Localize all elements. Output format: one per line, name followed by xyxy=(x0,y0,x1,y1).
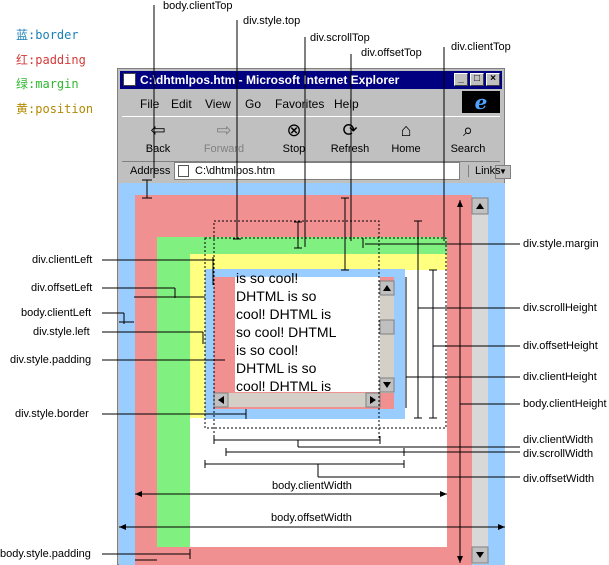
home-button[interactable]: ⌂ Home xyxy=(378,119,434,155)
label-div-scrollheight: div.scrollHeight xyxy=(523,302,597,314)
div-text-line: cool! DHTML is xyxy=(236,306,331,322)
chevron-down-icon xyxy=(476,552,484,558)
stop-icon: ⊗ xyxy=(286,120,302,140)
menu-help[interactable]: Help xyxy=(334,97,359,111)
label-div-scrolltop: div.scrollTop xyxy=(310,32,370,44)
div-text-line: DHTML is so xyxy=(236,288,317,304)
menu-bar: File Edit View Go Favorites Help xyxy=(122,92,498,114)
close-button[interactable]: × xyxy=(486,73,500,86)
legend-position: 黄: position xyxy=(16,102,94,116)
chevron-down-icon[interactable]: ▼ xyxy=(495,165,511,179)
label-body-clientheight: body.clientHeight xyxy=(523,398,607,410)
label-body-style-padding: body.style.padding xyxy=(0,548,91,560)
chevron-down-icon xyxy=(383,382,391,388)
chevron-right-icon xyxy=(370,396,376,404)
maximize-button[interactable]: □ xyxy=(470,73,484,86)
legend-key: 红 xyxy=(16,53,29,67)
menu-edit[interactable]: Edit xyxy=(171,97,192,111)
legend-border: 蓝: border xyxy=(16,28,79,42)
div-scroll-thumb[interactable] xyxy=(379,319,395,335)
legend-value: padding xyxy=(35,53,86,67)
div-text-line: DHTML is so xyxy=(236,360,317,376)
legend-value: position xyxy=(35,102,94,116)
label-div-clientwidth: div.clientWidth xyxy=(523,434,594,446)
search-button[interactable]: ⌕ Search xyxy=(440,119,496,155)
div-text-line: so cool! DHTML xyxy=(236,324,337,340)
refresh-label: Refresh xyxy=(330,143,370,155)
label-div-style-padding: div.style.padding xyxy=(10,354,92,366)
label-body-offsetwidth: body.offsetWidth xyxy=(271,512,352,524)
title-bar[interactable]: C:\dhtmlpos.htm - Microsoft Internet Exp… xyxy=(120,71,502,89)
div-vscrollbar[interactable] xyxy=(380,281,394,393)
links-label[interactable]: Links xyxy=(468,165,501,177)
page-icon xyxy=(178,165,189,177)
home-icon: ⌂ xyxy=(400,120,412,140)
forward-arrow-icon: ⇨ xyxy=(216,120,232,140)
arrow-left-icon xyxy=(119,524,126,530)
div-text-line: cool! DHTML is xyxy=(236,378,331,394)
back-label: Back xyxy=(145,143,171,155)
label-body-clientwidth: body.clientWidth xyxy=(272,480,352,492)
search-label: Search xyxy=(450,143,486,155)
arrow-down-icon xyxy=(457,556,463,563)
label-div-offsetwidth: div.offsetWidth xyxy=(523,473,595,485)
div-hscrollbar[interactable] xyxy=(214,393,380,407)
menu-favorites[interactable]: Favorites xyxy=(275,97,325,111)
address-label: Address xyxy=(130,165,171,177)
forward-label: Forward xyxy=(203,143,245,155)
legend-value: border xyxy=(35,28,79,42)
label-div-clienttop: div.clientTop xyxy=(451,41,511,53)
address-input[interactable]: C:\dhtmlpos.htm ▼ xyxy=(174,162,511,180)
body-vscrollbar[interactable] xyxy=(472,198,488,564)
div-text-line: is so cool! xyxy=(236,270,298,286)
arrow-right-icon xyxy=(498,524,505,530)
minimize-button[interactable]: _ xyxy=(454,73,468,86)
ie-page-icon xyxy=(123,73,136,86)
forward-button[interactable]: ⇨ Forward xyxy=(196,119,252,155)
label-div-offsettop: div.offsetTop xyxy=(361,47,422,59)
ie-logo-icon: e xyxy=(462,91,500,113)
refresh-button[interactable]: ⟳ Refresh xyxy=(322,119,378,155)
menu-file[interactable]: File xyxy=(140,97,160,111)
address-value: C:\dhtmlpos.htm xyxy=(195,165,276,177)
home-label: Home xyxy=(391,143,421,155)
label-div-style-left: div.style.left xyxy=(33,326,90,338)
chevron-left-icon xyxy=(218,396,224,404)
label-div-scrollwidth: div.scrollWidth xyxy=(523,448,594,460)
address-bar: Address C:\dhtmlpos.htm ▼ Links xyxy=(122,161,511,181)
div-position-top xyxy=(190,254,447,270)
div-text-line: is so cool! xyxy=(236,342,298,358)
legend-key: 绿 xyxy=(16,77,29,91)
window-title: C:\dhtmlpos.htm - Microsoft Internet Exp… xyxy=(140,73,400,87)
chevron-up-icon xyxy=(476,203,484,209)
label-div-style-top: div.style.top xyxy=(243,15,301,27)
search-icon: ⌕ xyxy=(462,120,474,140)
label-div-clientleft: div.clientLeft xyxy=(32,254,93,266)
label-div-style-margin: div.style.margin xyxy=(523,238,599,250)
menu-go[interactable]: Go xyxy=(245,97,262,111)
label-div-offsetheight: div.offsetHeight xyxy=(523,340,598,352)
legend-margin: 绿: margin xyxy=(16,77,79,91)
label-body-clientleft: body.clientLeft xyxy=(21,307,92,319)
label-div-offsetleft: div.offsetLeft xyxy=(31,282,93,294)
chevron-up-icon xyxy=(383,285,391,291)
label-div-style-border: div.style.border xyxy=(15,408,89,420)
arrow-left-icon xyxy=(135,491,142,497)
label-body-clienttop: body.clientTop xyxy=(163,0,233,12)
div-content xyxy=(235,277,380,392)
refresh-icon: ⟳ xyxy=(342,120,358,140)
legend-value: margin xyxy=(35,77,79,91)
stop-button[interactable]: ⊗ Stop xyxy=(266,119,322,155)
legend-key: 黄 xyxy=(16,102,29,116)
legend-key: 蓝 xyxy=(16,28,29,42)
legend-padding: 红: padding xyxy=(16,53,86,67)
arrow-right-icon xyxy=(440,491,447,497)
stop-label: Stop xyxy=(282,143,306,155)
div-position-left xyxy=(190,254,206,418)
offset-outline xyxy=(204,237,447,429)
label-div-clientheight: div.clientHeight xyxy=(523,371,597,383)
arrow-up-icon xyxy=(457,200,463,207)
menu-view[interactable]: View xyxy=(205,97,231,111)
